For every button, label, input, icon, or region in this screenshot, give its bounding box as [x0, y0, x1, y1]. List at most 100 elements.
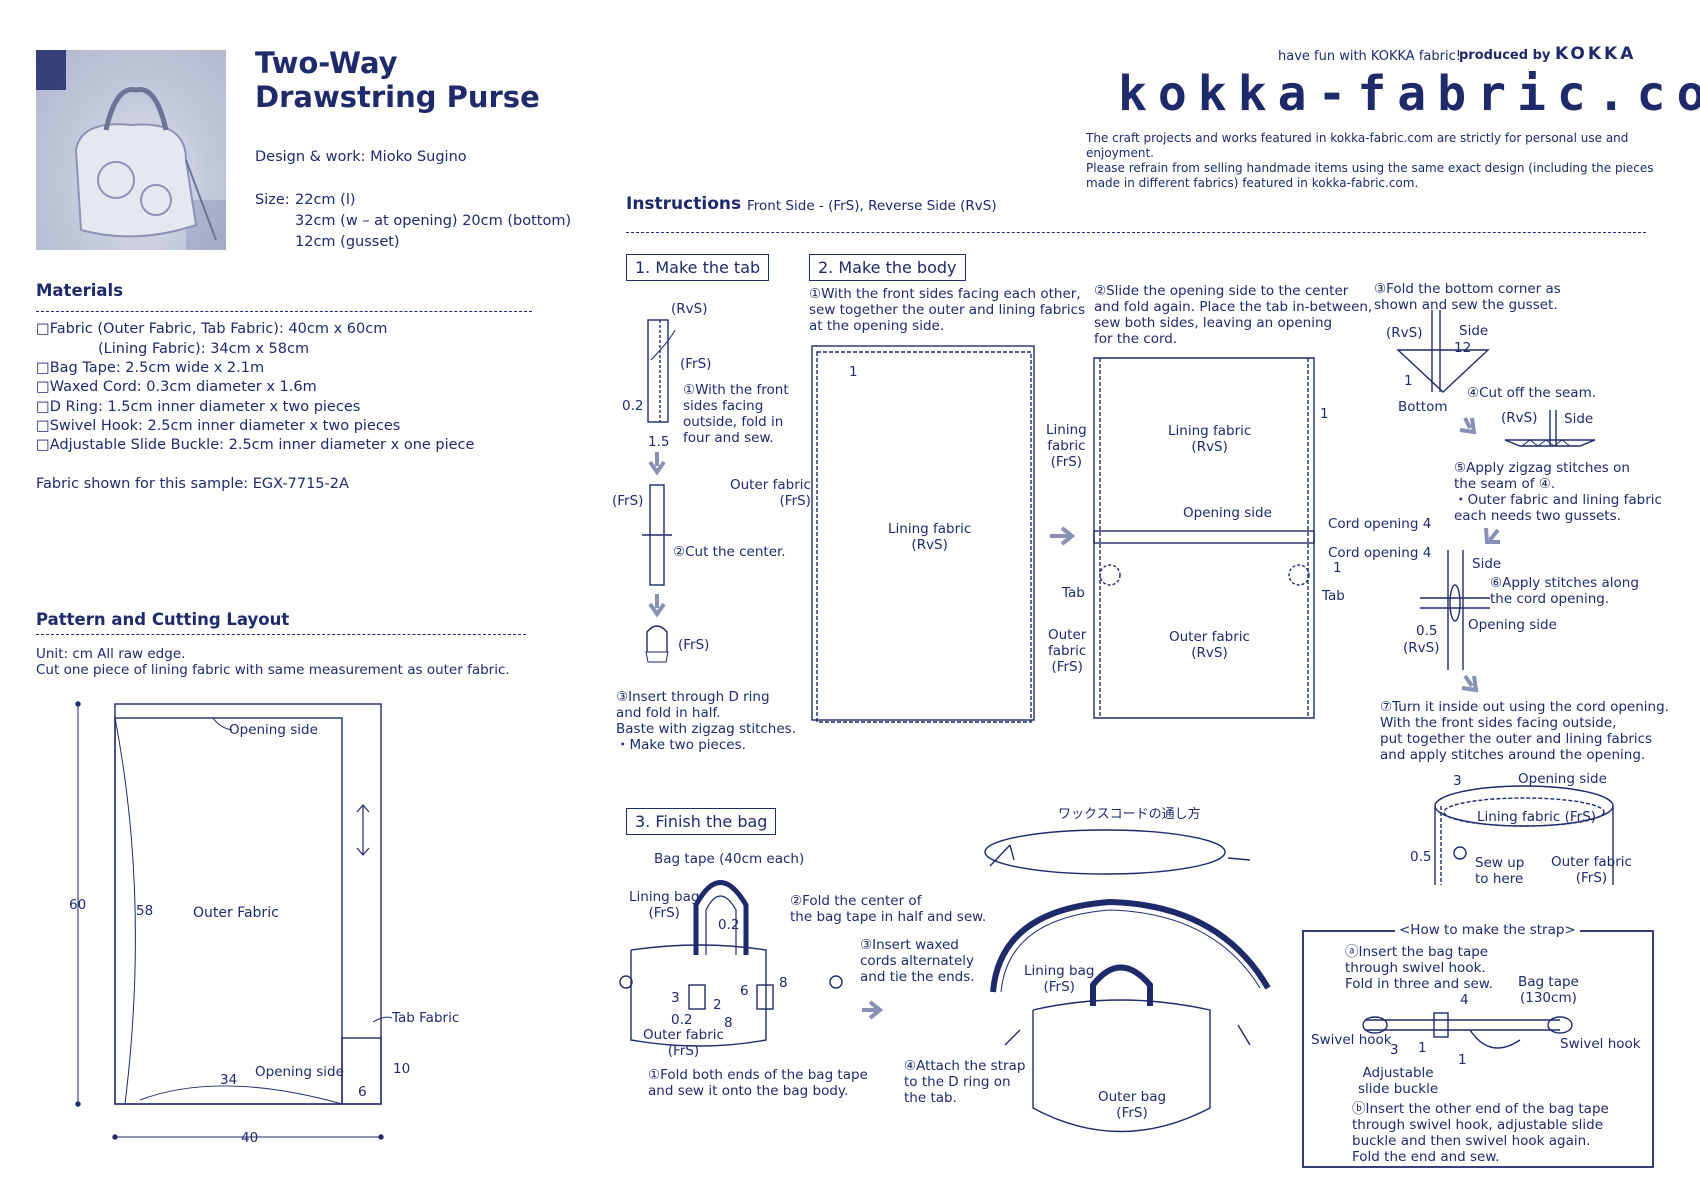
label: 0.5 [1410, 849, 1432, 865]
pattern-dim: 60 [69, 897, 87, 913]
pattern-dim: 40 [241, 1130, 259, 1146]
label: Lining fabric (FrS) [1046, 422, 1087, 470]
label: Opening side [1468, 617, 1557, 633]
label: Adjustable slide buckle [1358, 1065, 1439, 1097]
label: 12 [1454, 340, 1472, 356]
label: 6 [740, 983, 749, 999]
step-text: ⑤Apply zigzag stitches on the seam of ④.… [1454, 460, 1662, 524]
size-line: 32cm (w – at opening) 20cm (bottom) [295, 213, 572, 229]
size-label: Size: [255, 192, 290, 208]
label: Lining fabric (RvS) [888, 521, 972, 553]
instructions-title: Instructions [626, 194, 742, 214]
sample-fabric: Fabric shown for this sample: EGX-7715-2… [36, 476, 349, 492]
label: Swivel hook [1311, 1032, 1392, 1048]
label: Bottom [1398, 399, 1448, 415]
label: Outer fabric (FrS) [643, 1027, 724, 1059]
label: 8 [779, 975, 788, 991]
step-text: ③Insert waxed cords alternately and tie … [860, 937, 975, 985]
label: Outer fabric (FrS) [1551, 854, 1632, 886]
pattern-dim: 10 [393, 1061, 411, 1077]
label: 0.2 [671, 1012, 693, 1028]
label: Outer fabric (FrS) [1048, 627, 1087, 675]
label: Lining bag (FrS) [629, 889, 700, 921]
label: ワックスコードの通し方 [1058, 807, 1201, 822]
label: 0.2 [622, 398, 644, 414]
label: Sew up to here [1475, 855, 1525, 887]
divider [626, 232, 1646, 233]
pattern-unit: Unit: cm All raw edge. [36, 646, 186, 662]
step-text: ④Attach the strap to the D ring on the t… [904, 1058, 1026, 1106]
product-photo [36, 50, 226, 250]
label: Bag tape (40cm each) [654, 851, 805, 867]
label: Bag tape (130cm) [1518, 974, 1579, 1006]
pattern-note: Cut one piece of lining fabric with same… [36, 662, 510, 678]
list-item: □Waxed Cord: 0.3cm diameter x 1.6m [36, 379, 317, 395]
label: Lining fabric (RvS) [1168, 423, 1252, 455]
label: 1 [1418, 1040, 1427, 1056]
divider [36, 634, 526, 635]
list-item: (Lining Fabric): 34cm x 58cm [98, 341, 310, 357]
label: 1 [849, 364, 858, 380]
pattern-label: Tab Fabric [392, 1010, 460, 1026]
label: Side [1564, 411, 1594, 427]
step-text: ⑦Turn it inside out using the cord openi… [1380, 699, 1669, 763]
pattern-label: Opening side [255, 1064, 344, 1080]
label: 3 [1453, 773, 1462, 789]
label: Opening side [1183, 505, 1272, 521]
label: 8 [724, 1015, 733, 1031]
label: Opening side [1518, 771, 1607, 787]
label: Tab [1062, 585, 1085, 601]
list-item: □Swivel Hook: 2.5cm inner diameter x two… [36, 418, 401, 434]
label: Side [1472, 556, 1502, 572]
pattern-label: Outer Fabric [193, 905, 279, 921]
step-text: ①Fold both ends of the bag tape and sew … [648, 1067, 868, 1099]
step-text: ⑥Apply stitches along the cord opening. [1490, 575, 1639, 607]
step-text: ①With the front sides facing outside, fo… [683, 382, 789, 446]
label: 0.2 [718, 917, 740, 933]
step-text: ①With the front sides facing each other,… [809, 286, 1086, 334]
label: 1 [1333, 560, 1342, 576]
step2-heading: 2. Make the body [809, 254, 966, 281]
label: (FrS) [678, 637, 710, 653]
label: Tab [1322, 588, 1345, 604]
produced-by: produced by [1459, 48, 1551, 63]
label: Lining fabric (FrS) [1477, 809, 1597, 825]
purse-photo-illustration [36, 50, 226, 250]
label: (FrS) [680, 356, 712, 372]
list-item: □D Ring: 1.5cm inner diameter x two piec… [36, 399, 361, 415]
step-text: ⓐInsert the bag tape through swivel hook… [1345, 944, 1493, 992]
pattern-dim: 6 [358, 1084, 367, 1100]
label: 3 [671, 990, 680, 1006]
list-item: □Fabric (Outer Fabric, Tab Fabric): 40cm… [36, 321, 388, 337]
step-text: ③Insert through D ring and fold in half.… [616, 689, 796, 753]
step3-heading: 3. Finish the bag [626, 808, 777, 835]
side-legend: Front Side - (FrS), Reverse Side (RvS) [747, 198, 997, 214]
label: Cord opening 4 [1328, 545, 1432, 561]
label: Outer fabric (RvS) [1169, 629, 1250, 661]
size-line: 12cm (gusset) [295, 234, 400, 250]
label: 1 [1320, 406, 1329, 422]
materials-title: Materials [36, 281, 124, 300]
list-item: □Adjustable Slide Buckle: 2.5cm inner di… [36, 437, 475, 453]
label: 3 [1390, 1042, 1399, 1058]
step-text: ⓑInsert the other end of the bag tape th… [1352, 1101, 1609, 1165]
list-item: □Bag Tape: 2.5cm wide x 2.1m [36, 360, 265, 376]
step-text: ②Cut the center. [673, 544, 786, 560]
kokka-brand: KOKKA [1555, 44, 1637, 64]
label: 1 [1458, 1052, 1467, 1068]
size-line: 22cm (l) [295, 192, 356, 208]
label: (RvS) [1403, 640, 1440, 656]
site-logo: kokka-fabric.com [1118, 66, 1700, 122]
divider [36, 311, 532, 312]
design-credit: Design & work: Mioko Sugino [255, 149, 467, 165]
step-text: ②Fold the center of the bag tape in half… [790, 893, 987, 925]
label: 0.5 [1416, 623, 1438, 639]
label: 2 [713, 997, 722, 1013]
page-title: Two-Way Drawstring Purse [255, 46, 540, 114]
label: 4 [1460, 992, 1469, 1008]
step-text: ③Fold the bottom corner as shown and sew… [1374, 281, 1561, 313]
label: 1.5 [648, 434, 670, 450]
tagline: have fun with KOKKA fabric! [1278, 49, 1461, 64]
pattern-dim: 58 [136, 903, 154, 919]
